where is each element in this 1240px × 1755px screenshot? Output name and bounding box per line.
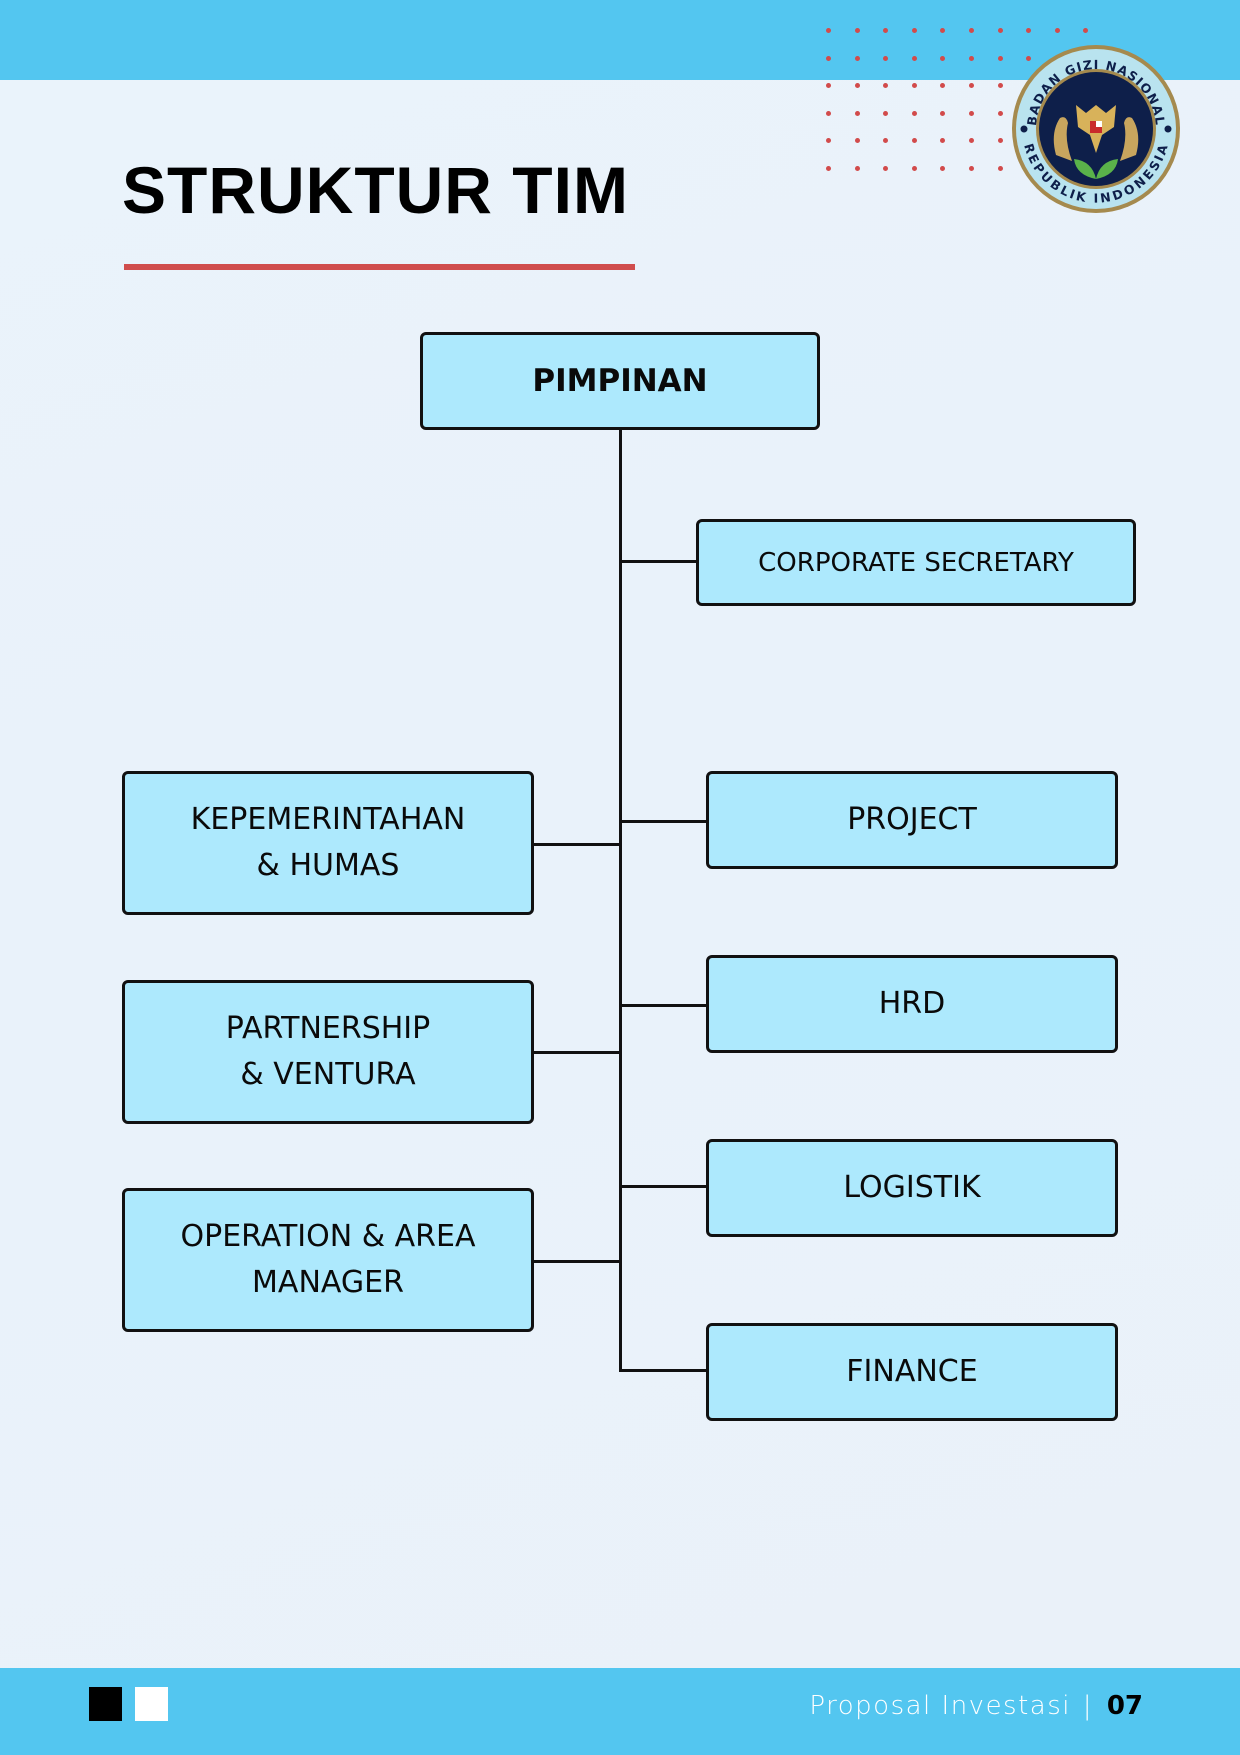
decorative-dot	[911, 83, 917, 89]
org-node-operation-area-manager: OPERATION & AREA MANAGER	[122, 1188, 534, 1332]
decorative-dot	[854, 110, 860, 116]
footer-separator: |	[1082, 1691, 1094, 1721]
node-label: LOGISTIK	[843, 1170, 981, 1205]
decorative-dot	[1054, 28, 1060, 33]
node-label: CORPORATE SECRETARY	[758, 547, 1074, 578]
connector-corporate-secretary	[619, 560, 697, 563]
connector-hrd	[619, 1004, 707, 1007]
decorative-dot	[997, 110, 1003, 116]
decorative-dot	[883, 166, 889, 171]
connector-logistik	[619, 1185, 707, 1188]
decorative-dot	[826, 28, 831, 33]
page-title: STRUKTUR TIM	[122, 153, 629, 227]
decorative-dot	[969, 83, 974, 89]
decorative-dot	[997, 28, 1003, 33]
node-label: OPERATION & AREA MANAGER	[180, 1219, 476, 1300]
decorative-dot	[969, 110, 974, 116]
decorative-dot	[854, 55, 860, 61]
decorative-dot	[854, 166, 860, 171]
connector-operation	[532, 1260, 622, 1263]
decorative-dot	[940, 83, 946, 89]
org-node-kepemerintahan-humas: KEPEMERINTAHAN & HUMAS	[122, 771, 534, 915]
black-square-icon	[89, 1687, 122, 1721]
node-label: PROJECT	[847, 802, 977, 837]
decorative-dot	[997, 55, 1003, 61]
org-node-pimpinan: PIMPINAN	[420, 332, 820, 430]
decorative-dot	[911, 110, 917, 116]
decorative-dot	[826, 138, 831, 144]
decorative-dot	[940, 55, 946, 61]
org-node-logistik: LOGISTIK	[706, 1139, 1118, 1237]
decorative-dot	[826, 83, 831, 89]
decorative-dot	[826, 110, 831, 116]
footer-banner	[0, 1668, 1240, 1755]
badan-gizi-nasional-seal-logo: BADAN GIZI NASIONAL REPUBLIK INDONESIA	[1012, 45, 1180, 213]
decorative-dot	[940, 138, 946, 144]
title-underline-divider	[124, 264, 635, 270]
node-label: PARTNERSHIP & VENTURA	[225, 1011, 431, 1092]
decorative-dot	[940, 28, 946, 33]
decorative-dot	[969, 138, 974, 144]
top-banner	[0, 0, 1240, 80]
decorative-dot	[1026, 28, 1032, 33]
decorative-dot	[826, 55, 831, 61]
connector-partnership	[532, 1051, 622, 1054]
white-square-icon	[135, 1687, 168, 1721]
connector-finance	[619, 1369, 707, 1372]
org-node-project: PROJECT	[706, 771, 1118, 869]
decorative-dot	[997, 166, 1003, 171]
connector-spine	[619, 428, 622, 1372]
decorative-dot	[883, 138, 889, 144]
connector-kepemerintahan	[532, 843, 622, 846]
decorative-dot	[854, 28, 860, 33]
decorative-dot	[997, 138, 1003, 144]
decorative-dot	[854, 83, 860, 89]
org-node-hrd: HRD	[706, 955, 1118, 1053]
decorative-dot	[1083, 28, 1089, 33]
node-label: PIMPINAN	[532, 363, 708, 399]
decorative-dot	[826, 166, 831, 171]
decorative-dot	[911, 28, 917, 33]
decorative-dot	[969, 166, 974, 171]
decorative-dot	[969, 55, 974, 61]
decorative-dot	[883, 110, 889, 116]
decorative-dot	[854, 138, 860, 144]
footer-caption: Proposal Investasi | 07	[809, 1691, 1143, 1721]
decorative-dot	[997, 83, 1003, 89]
decorative-dot	[911, 166, 917, 171]
org-node-partnership-ventura: PARTNERSHIP & VENTURA	[122, 980, 534, 1124]
node-label: FINANCE	[846, 1354, 978, 1389]
decorative-dot	[940, 110, 946, 116]
footer-doc-title: Proposal Investasi	[809, 1691, 1072, 1721]
decorative-dot	[911, 138, 917, 144]
decorative-dot	[883, 55, 889, 61]
decorative-dot	[969, 28, 974, 33]
page-number: 07	[1106, 1691, 1143, 1721]
node-label: HRD	[878, 986, 946, 1021]
node-label: KEPEMERINTAHAN & HUMAS	[190, 802, 466, 883]
decorative-dot	[1026, 55, 1032, 61]
connector-project	[619, 820, 707, 823]
decorative-dot	[911, 55, 917, 61]
org-node-finance: FINANCE	[706, 1323, 1118, 1421]
decorative-dot	[883, 83, 889, 89]
org-node-corporate-secretary: CORPORATE SECRETARY	[696, 519, 1136, 606]
decorative-dot	[940, 166, 946, 171]
decorative-dot	[883, 28, 889, 33]
